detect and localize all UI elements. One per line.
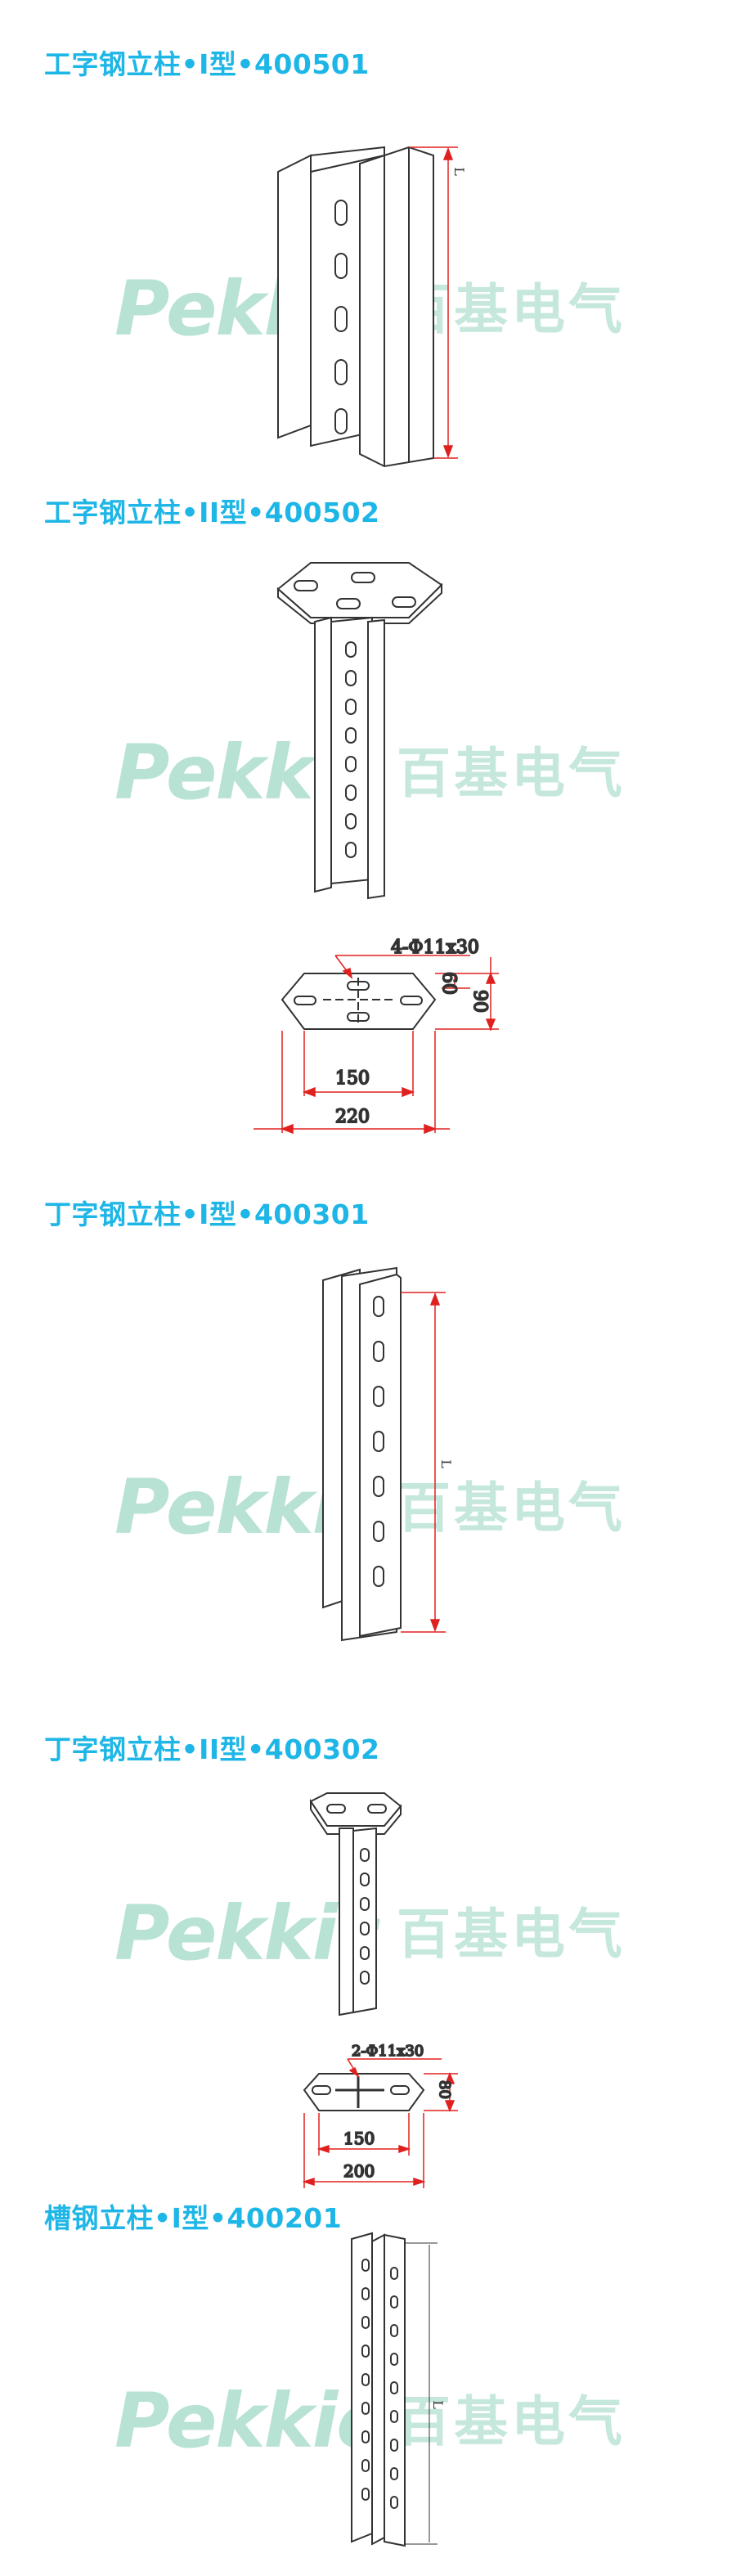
length-label: L <box>438 1459 454 1468</box>
section-title: 槽钢立柱•I型•400201 <box>44 2202 343 2234</box>
t-beam-type1-drawing <box>322 1266 446 1642</box>
channel-steel-type1-drawing <box>351 2232 438 2547</box>
dim-outer-label: 220 <box>335 1107 370 1127</box>
length-label: L <box>451 167 467 176</box>
section-title: 工字钢立柱•I型•400501 <box>44 48 370 80</box>
watermark-logo: Pekkic <box>114 1890 381 1977</box>
base-plate-drawing-400302: 2-Φ11x30 150 200 80 <box>302 2042 458 2188</box>
watermark-logo: Pekkic <box>114 2377 381 2465</box>
watermark-brand-cn: 百基电气 <box>397 1903 626 1966</box>
watermark-brand-cn: 百基电气 <box>397 1477 626 1540</box>
dim-inner-label: 150 <box>335 1068 370 1089</box>
section-title: 工字钢立柱•II型•400502 <box>44 497 380 528</box>
i-beam-type2-drawing <box>276 562 443 900</box>
section-title: 丁字钢立柱•II型•400302 <box>44 1733 380 1765</box>
hole-spec-label: 4-Φ11x30 <box>391 937 479 958</box>
watermark: Pekkic 百基电气 <box>114 2380 638 2462</box>
watermark: Pekkic 百基电气 <box>114 1893 638 1975</box>
dim-outer-label: 200 <box>343 2161 375 2181</box>
base-plate-drawing-400502: 4-Φ11x30 150 220 60 90 <box>254 937 499 1135</box>
section-title: 丁字钢立柱•I型•400301 <box>44 1198 370 1230</box>
watermark-brand-cn: 百基电气 <box>397 2390 626 2453</box>
dim-height-2-label: 90 <box>469 990 490 1013</box>
t-beam-type2-drawing <box>309 1792 402 2016</box>
length-label: L <box>429 2400 446 2409</box>
dim-inner-label: 150 <box>343 2129 375 2148</box>
dim-height-1-label: 80 <box>436 2080 453 2099</box>
watermark-brand-cn: 百基电气 <box>397 742 626 805</box>
hole-spec-label: 2-Φ11x30 <box>352 2043 424 2060</box>
dim-height-1-label: 60 <box>438 972 459 995</box>
i-beam-type1-drawing <box>277 146 458 468</box>
